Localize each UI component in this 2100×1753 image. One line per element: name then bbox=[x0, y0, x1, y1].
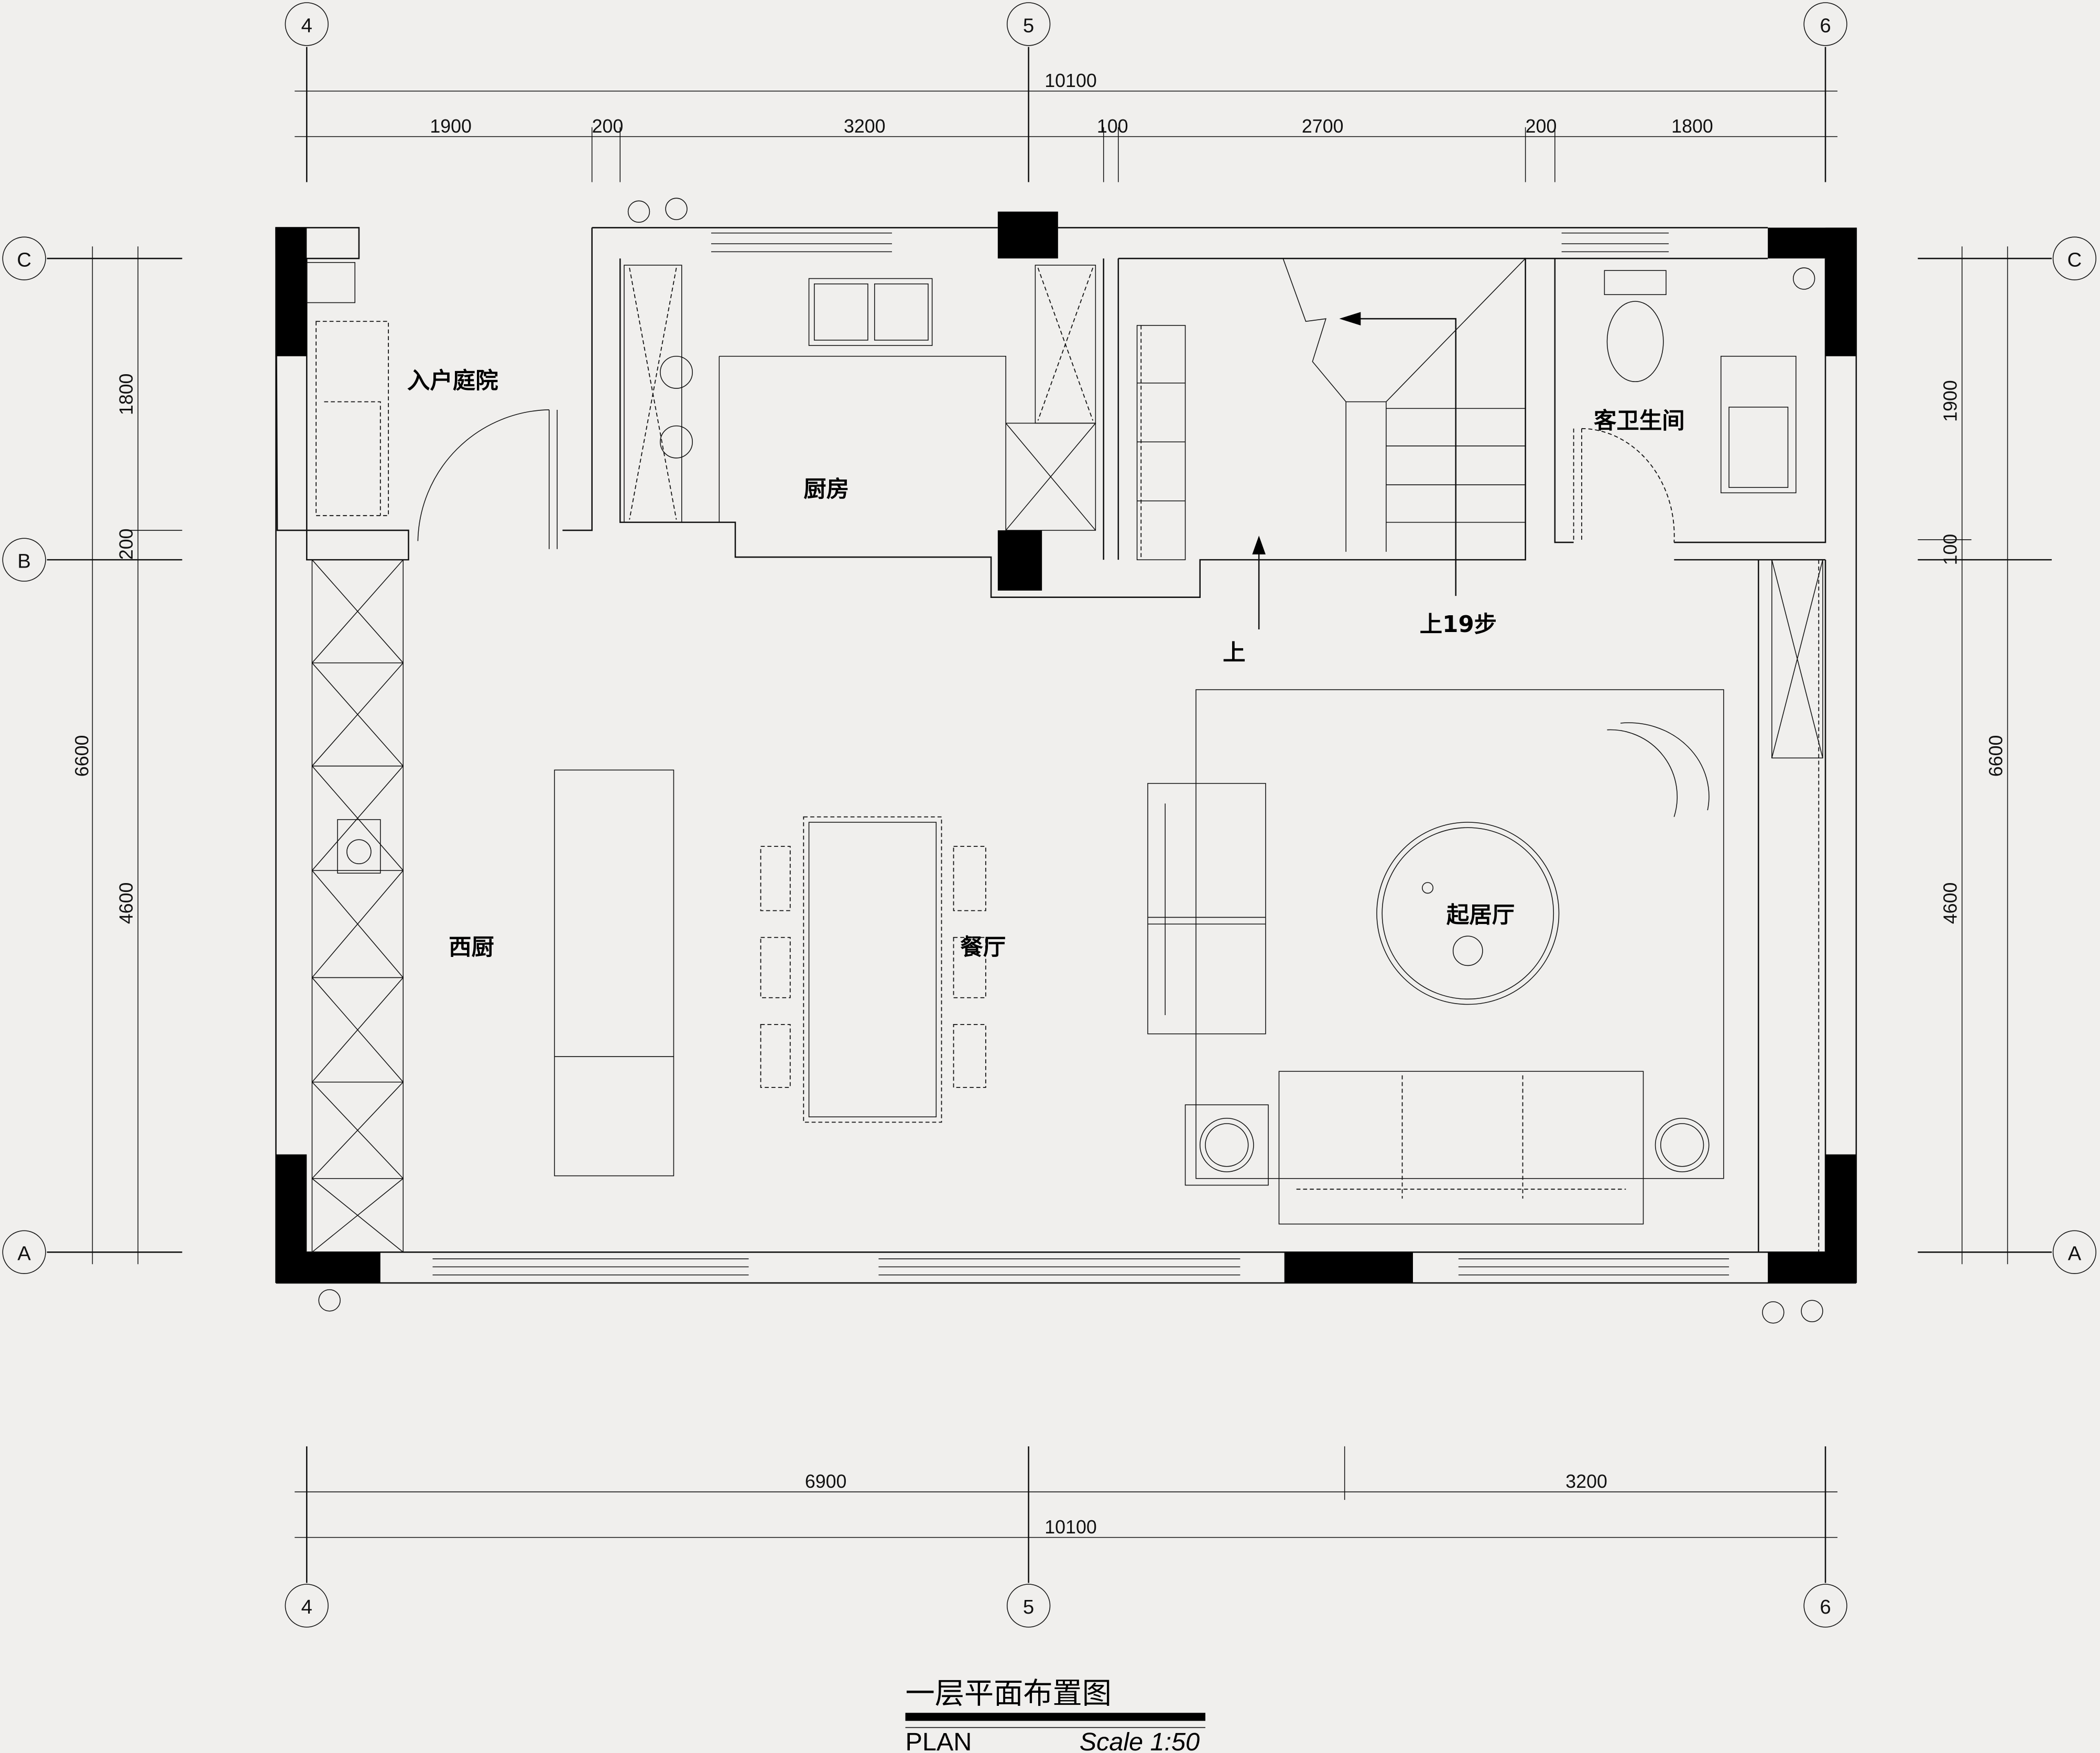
scale-label: Scale 1:50 bbox=[1080, 1728, 1200, 1753]
dim-right-3: 4600 bbox=[1940, 883, 1961, 924]
stair-steps-label: 上19步 bbox=[1420, 612, 1497, 638]
room-label-entry-courtyard: 入户庭院 bbox=[407, 368, 498, 394]
title-block: 一层平面布置图 PLAN Scale 1:50 bbox=[905, 1676, 1205, 1753]
dim-top-4: 100 bbox=[1097, 116, 1128, 137]
dim-right-total: 6600 bbox=[1985, 735, 2006, 777]
dim-top-1: 1900 bbox=[430, 116, 472, 137]
bathroom-fixtures bbox=[1604, 267, 1815, 494]
right-dimensions: 1900 100 4600 6600 bbox=[1918, 246, 2008, 1265]
dim-top-6: 200 bbox=[1526, 116, 1557, 137]
windows bbox=[318, 198, 1823, 1324]
bottom-dimensions: 6900 3200 10100 bbox=[295, 1446, 1838, 1538]
axis-label-a-right: A bbox=[2068, 1243, 2082, 1265]
axis-label-4-top: 4 bbox=[301, 14, 312, 37]
dim-left-3: 4600 bbox=[116, 883, 137, 924]
dim-bottom-1: 6900 bbox=[805, 1471, 847, 1492]
axis-label-b-left: B bbox=[17, 550, 31, 572]
stair-up-label: 上 bbox=[1223, 640, 1245, 666]
staircase bbox=[1136, 258, 1526, 630]
dim-bottom-2: 3200 bbox=[1565, 1471, 1607, 1492]
room-label-kitchen: 厨房 bbox=[803, 476, 849, 503]
dim-right-1: 1900 bbox=[1940, 380, 1961, 422]
plan-label: PLAN bbox=[906, 1728, 972, 1753]
axis-label-5-top: 5 bbox=[1023, 14, 1034, 37]
axis-label-6-bottom: 6 bbox=[1820, 1596, 1831, 1618]
axis-label-6-top: 6 bbox=[1820, 14, 1831, 37]
axis-label-c-right: C bbox=[2068, 249, 2082, 271]
living-fixtures bbox=[1147, 559, 1823, 1253]
walls bbox=[275, 211, 1857, 1284]
courtyard-fixtures bbox=[306, 262, 389, 516]
room-label-dining: 餐厅 bbox=[960, 934, 1006, 961]
dim-top-3: 3200 bbox=[844, 116, 886, 137]
dim-top-5: 2700 bbox=[1302, 116, 1344, 137]
dim-left-2: 200 bbox=[116, 528, 137, 560]
dim-left-total: 6600 bbox=[72, 735, 93, 777]
dim-top-2: 200 bbox=[592, 116, 624, 137]
dim-top-7: 1800 bbox=[1671, 116, 1713, 137]
kitchen-fixtures bbox=[624, 265, 1096, 531]
axis-label-5-bottom: 5 bbox=[1023, 1596, 1034, 1618]
dim-right-2: 100 bbox=[1940, 534, 1961, 565]
top-dimensions: 10100 1900 200 3200 100 2700 200 1800 bbox=[295, 70, 1838, 182]
room-label-living: 起居厅 bbox=[1446, 902, 1515, 929]
axis-label-c-left: C bbox=[17, 249, 31, 271]
drawing-title: 一层平面布置图 bbox=[906, 1676, 1112, 1711]
dim-top-total: 10100 bbox=[1044, 70, 1096, 91]
room-label-guest-bathroom: 客卫生间 bbox=[1594, 408, 1685, 434]
room-label-western-kitchen: 西厨 bbox=[449, 934, 494, 961]
axis-lines bbox=[47, 47, 2052, 1583]
axis-label-a-left: A bbox=[17, 1243, 31, 1265]
dim-left-1: 1800 bbox=[116, 374, 137, 416]
dim-bottom-total: 10100 bbox=[1044, 1517, 1096, 1538]
axis-bubbles: 4 5 6 4 5 6 C B A C A bbox=[2, 2, 2097, 1628]
left-dimensions: 6600 1800 200 4600 bbox=[72, 246, 182, 1265]
doors bbox=[417, 409, 1675, 549]
axis-label-4-bottom: 4 bbox=[301, 1596, 312, 1618]
dining-fixtures bbox=[311, 559, 986, 1253]
